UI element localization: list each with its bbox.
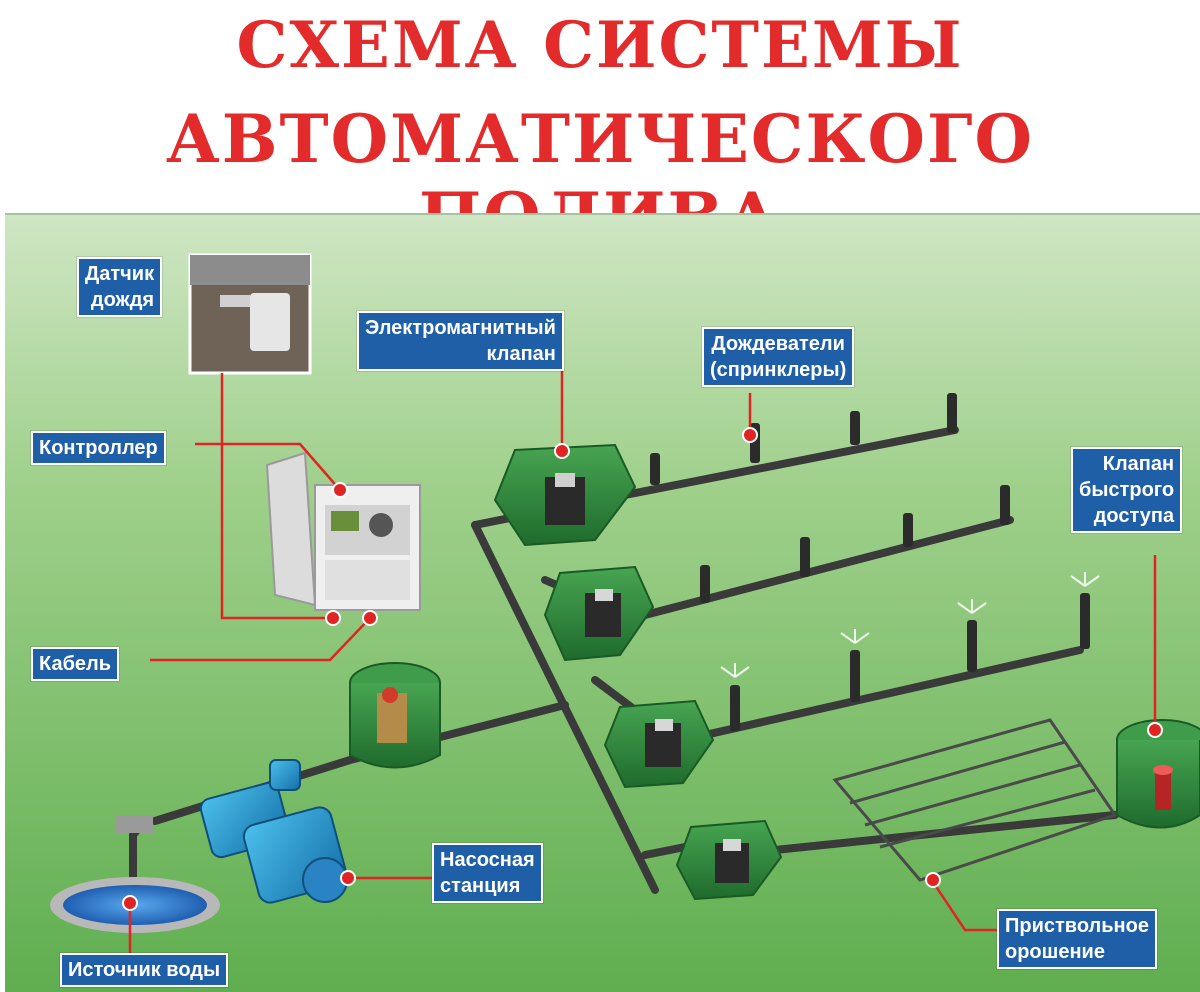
label-sprinklers: Дождеватели (спринклеры)	[702, 327, 854, 387]
valve-box-main	[350, 663, 440, 768]
rain-sensor-photo	[190, 255, 310, 373]
label-rain-sensor: Датчик дождя	[77, 257, 162, 317]
label-water-source: Источник воды	[60, 953, 228, 987]
label-cable: Кабель	[31, 647, 119, 681]
label-drip-irrigation: Приствольное орошение	[997, 909, 1157, 969]
irrigation-diagram	[5, 215, 1200, 992]
title-block: СХЕМА СИСТЕМЫ АВТОМАТИЧЕСКОГО ПОЛИВА	[0, 0, 1200, 210]
label-quick-valve: Клапан быстрого доступа	[1071, 447, 1182, 533]
title-line-1: СХЕМА СИСТЕМЫ	[0, 8, 1200, 83]
label-controller: Контроллер	[31, 431, 166, 465]
label-pump-station: Насосная станция	[432, 843, 543, 903]
diagram-scene: Датчик дождя Электромагнитный клапан Дож…	[5, 213, 1200, 992]
label-solenoid-valve: Электромагнитный клапан	[357, 311, 564, 371]
